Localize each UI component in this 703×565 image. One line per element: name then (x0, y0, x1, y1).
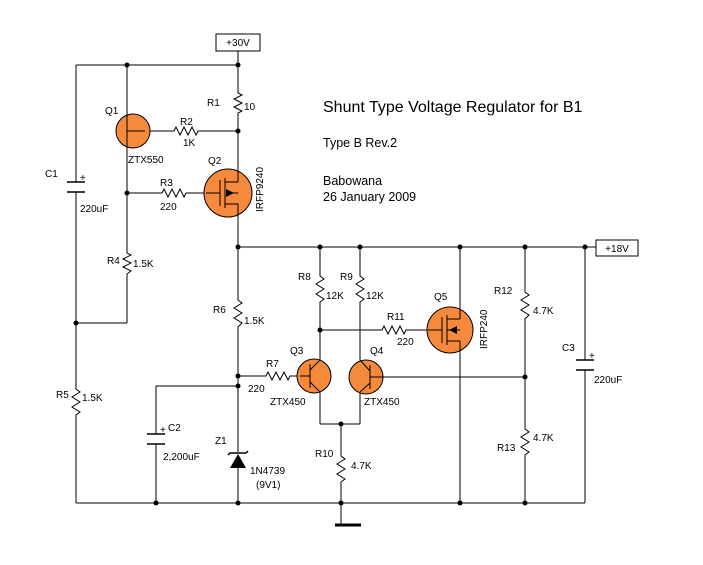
junction-dots (73, 62, 588, 506)
r8-ref: R8 (298, 272, 311, 283)
r7-ref: R7 (266, 359, 279, 370)
resistor-r5: R5 1.5K (56, 385, 103, 418)
r6-ref: R6 (213, 305, 226, 316)
q4-part: ZTX450 (364, 397, 400, 408)
q5-part: IRFP240 (479, 309, 490, 349)
r13-ref: R13 (497, 443, 516, 454)
r3-ref: R3 (160, 178, 173, 189)
resistor-r13: R13 4.7K (497, 425, 554, 458)
rail-30v-label: +30V (226, 38, 250, 49)
c2-plus: + (160, 425, 166, 436)
resistor-r6: R6 1.5K (213, 297, 265, 330)
capacitor-c1: + C1 220uF (45, 169, 108, 215)
capacitor-c2: + C2 2,200uF (147, 423, 200, 463)
r2-ref: R2 (180, 117, 193, 128)
z1-value: 1N4739 (250, 466, 285, 477)
r8-value: 12K (326, 291, 344, 302)
r5-value: 1.5K (82, 393, 103, 404)
q3-part: ZTX450 (270, 397, 306, 408)
c3-plus: + (589, 351, 595, 362)
r2-value: 1K (183, 138, 196, 149)
resistor-r12: R12 4.7K (494, 286, 554, 322)
c2-ref: C2 (168, 423, 181, 434)
rail-18v: +18V (595, 239, 639, 257)
resistor-r9: R9 12K (340, 272, 384, 304)
r4-value: 1.5K (133, 259, 154, 270)
rail-30v: +30V (215, 33, 261, 52)
resistor-r2: R2 1K (170, 117, 206, 149)
q2-ref: Q2 (208, 156, 222, 167)
r9-value: 12K (366, 291, 384, 302)
date-text: 26 January 2009 (323, 190, 416, 204)
r9-ref: R9 (340, 272, 353, 283)
c2-value: 2,200uF (163, 452, 200, 463)
r10-ref: R10 (315, 449, 334, 460)
resistor-r7: R7 220 (248, 359, 294, 395)
r5-ref: R5 (56, 390, 69, 401)
resistor-r3: R3 220 (160, 178, 190, 213)
transistor-q5: Q5 IRFP240 (426, 292, 490, 354)
r12-ref: R12 (494, 286, 513, 297)
transistor-q2: Q2 IRFP9240 (203, 156, 266, 218)
c1-value: 220uF (80, 204, 108, 215)
r12-value: 4.7K (533, 306, 554, 317)
author-text: Babowana (323, 174, 382, 188)
resistor-r11: R11 220 (380, 312, 414, 348)
q2-part: IRFP9240 (255, 167, 266, 212)
q1-ref: Q1 (105, 106, 119, 117)
capacitor-c3: + C3 220uF (562, 343, 622, 386)
transistor-q3: Q3 ZTX450 (270, 346, 332, 408)
r7-value: 220 (248, 384, 265, 395)
r1-ref: R1 (207, 98, 220, 109)
resistor-r8: R8 12K (298, 272, 344, 304)
r6-value: 1.5K (244, 316, 265, 327)
r11-value: 220 (397, 337, 414, 348)
schematic-title: Shunt Type Voltage Regulator for B1 (323, 99, 583, 116)
revision-text: Type B Rev.2 (323, 136, 397, 150)
c1-ref: C1 (45, 169, 58, 180)
r3-value: 220 (160, 202, 177, 213)
q3-ref: Q3 (290, 346, 304, 357)
r13-value: 4.7K (533, 433, 554, 444)
resistor-r4: R4 1.5K (107, 250, 154, 278)
q5-ref: Q5 (434, 292, 448, 303)
transistor-q1: Q1 ZTX550 (105, 106, 164, 166)
zener-diode-z1: Z1 1N4739 (9V1) (215, 436, 285, 491)
wires (75, 51, 596, 527)
r10-value: 4.7K (351, 461, 372, 472)
c1-plus: + (80, 173, 86, 184)
c3-value: 220uF (594, 375, 622, 386)
rail-18v-label: +18V (605, 244, 629, 255)
resistor-r10: R10 4.7K (315, 449, 372, 484)
r11-ref: R11 (387, 312, 405, 323)
resistor-r1: R1 10 (207, 90, 256, 115)
z1-voltage: (9V1) (256, 480, 280, 491)
r1-value: 10 (244, 102, 256, 113)
z1-ref: Z1 (215, 436, 227, 447)
c3-ref: C3 (562, 343, 575, 354)
q4-ref: Q4 (370, 346, 384, 357)
transistor-q4: Q4 ZTX450 (348, 346, 400, 408)
r4-ref: R4 (107, 256, 120, 267)
q1-part: ZTX550 (128, 155, 164, 166)
